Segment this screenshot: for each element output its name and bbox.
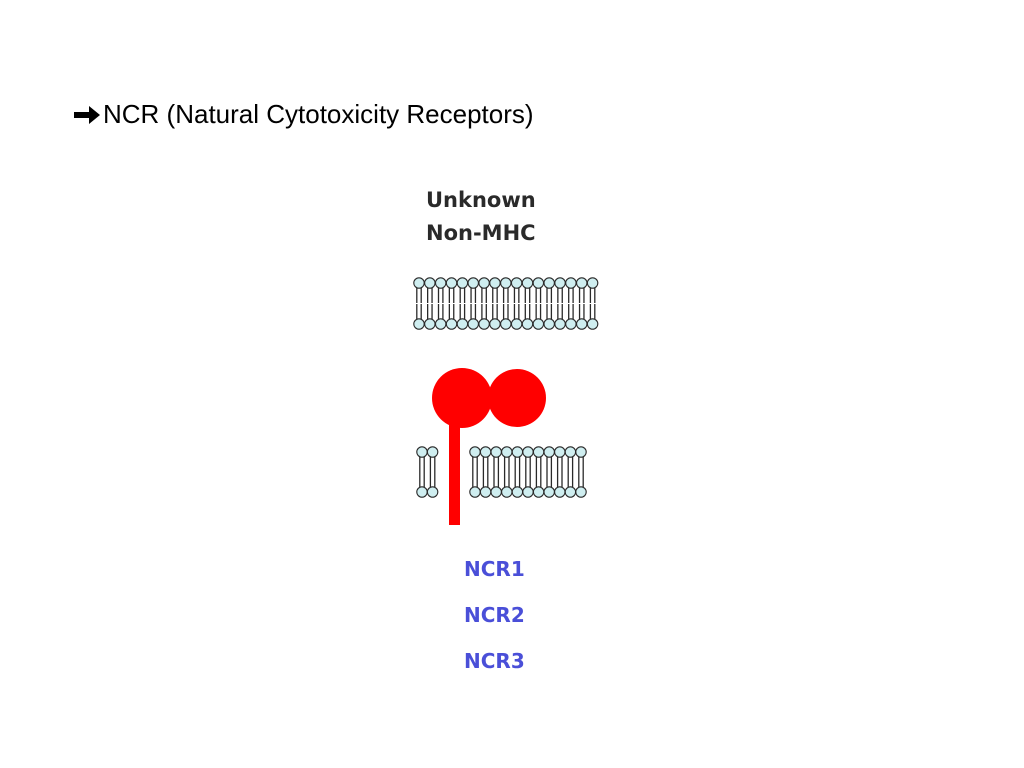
phospholipid-pair [479, 446, 492, 498]
phospholipid-pair [416, 446, 428, 498]
phospholipid-pair [543, 277, 555, 330]
phospholipid-pair [510, 277, 523, 330]
ligand-label: Unknown Non-MHC [426, 184, 536, 250]
nk-cell-membrane [416, 446, 587, 498]
phospholipid-pair [434, 277, 447, 330]
phospholipid-pair [532, 446, 545, 498]
ligand-label-line: Unknown [426, 188, 536, 212]
phospholipid-pair [413, 277, 425, 330]
phospholipid-pair [575, 446, 587, 498]
ligand-label-line: Non-MHC [426, 221, 536, 245]
phospholipid-pair [586, 277, 599, 330]
phospholipid-pair [554, 277, 566, 330]
phospholipid-pair [511, 446, 524, 498]
phospholipid-pair [490, 446, 502, 498]
target-cell-membrane [413, 277, 599, 330]
phospholipid-pair [522, 446, 534, 498]
phospholipid-pair [467, 277, 479, 330]
phospholipid-pair [554, 446, 566, 498]
phospholipid-pair [445, 277, 458, 330]
receptor-ig-domain-right [488, 369, 546, 427]
receptor-transmembrane-stalk [449, 408, 460, 525]
phospholipid-pair [564, 446, 577, 498]
slide-title: NCR (Natural Cytotoxicity Receptors) [72, 99, 534, 130]
phospholipid-pair [575, 277, 588, 330]
phospholipid-pair [500, 277, 512, 330]
receptor-list: NCR1 NCR2 NCR3 [464, 553, 525, 691]
phospholipid-pair [456, 277, 469, 330]
receptor-name-ncr2: NCR2 [464, 603, 525, 627]
ncr-receptor [432, 368, 546, 525]
slide-title-text: NCR (Natural Cytotoxicity Receptors) [103, 99, 534, 129]
receptor-ig-domain-left [432, 368, 492, 428]
phospholipid-pair [565, 277, 577, 330]
phospholipid-pair [521, 277, 534, 330]
phospholipid-pair [469, 446, 481, 498]
phospholipid-pair [501, 446, 513, 498]
phospholipid-pair [424, 277, 436, 330]
phospholipid-pair [532, 277, 545, 330]
phospholipid-pair [426, 446, 439, 498]
phospholipid-pair [478, 277, 490, 330]
receptor-name-ncr3: NCR3 [464, 649, 525, 673]
receptor-name-ncr1: NCR1 [464, 557, 525, 581]
phospholipid-pair [489, 277, 501, 330]
phospholipid-pair [543, 446, 555, 498]
right-arrow-icon [74, 105, 100, 124]
